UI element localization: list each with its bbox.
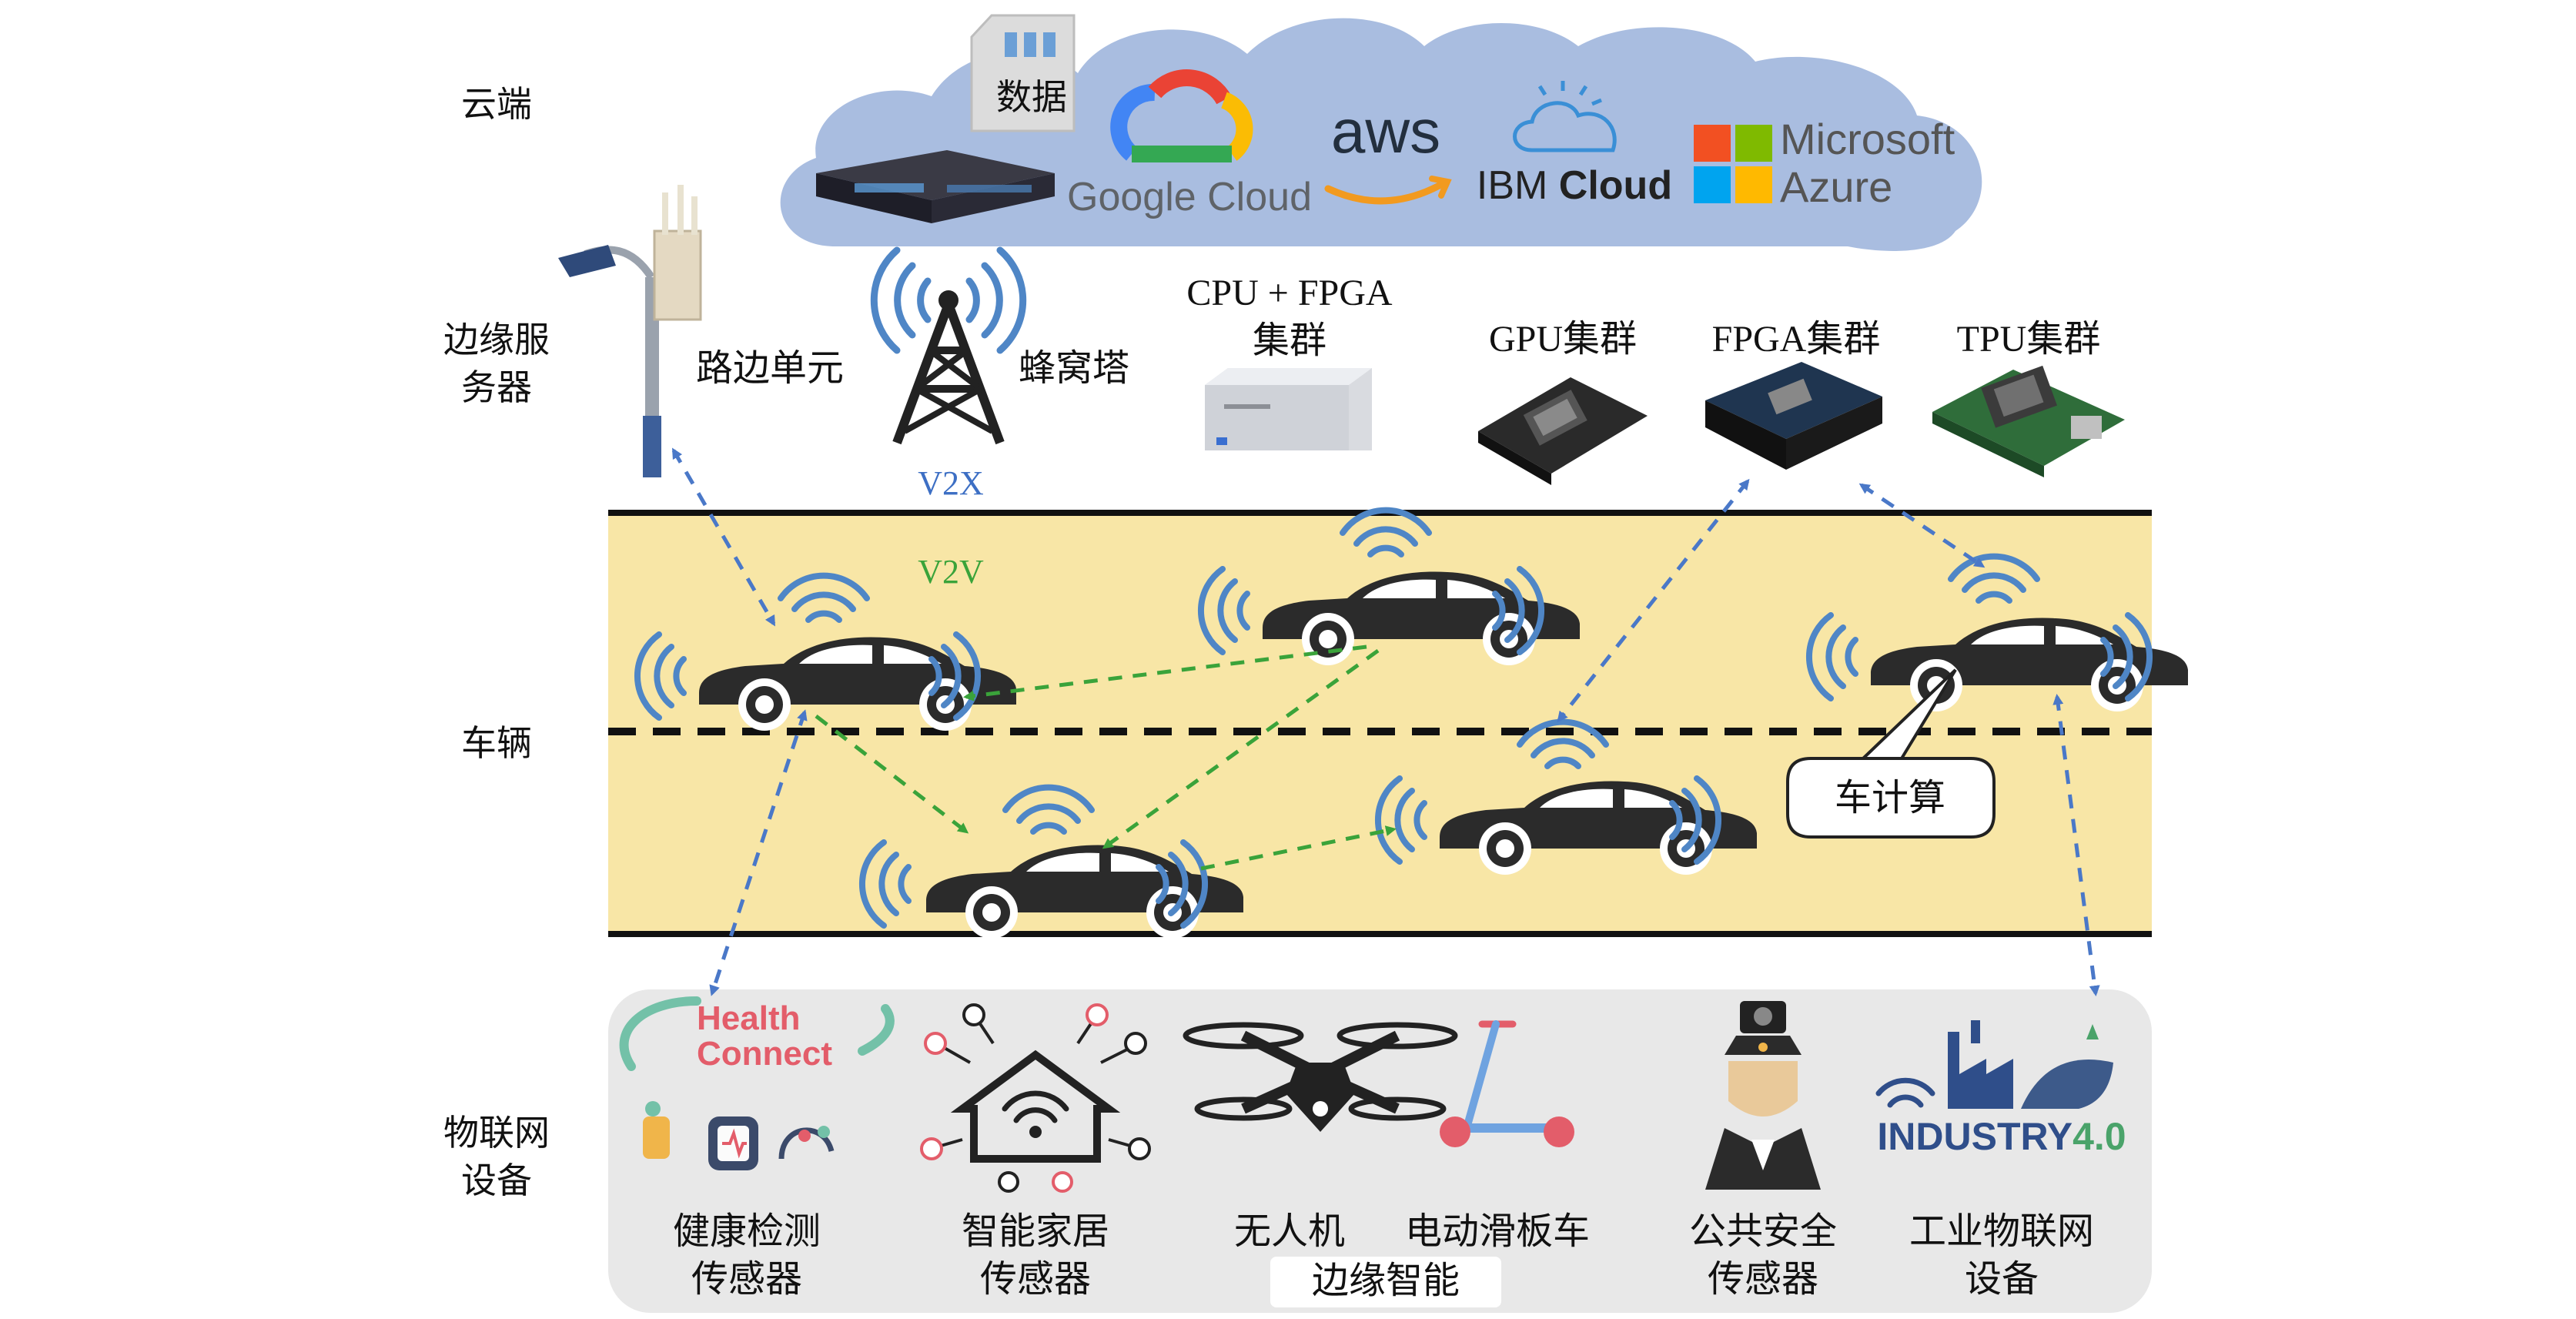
- layer-label-vehicle: 车辆: [461, 722, 532, 764]
- health-logo-line1: Health: [697, 999, 801, 1037]
- cpu-fpga-line2: 集群: [1252, 320, 1326, 361]
- v2x-label: V2X: [918, 464, 984, 502]
- layer-label-edge-server-line1: 边缘服: [443, 319, 550, 360]
- health-sensor-line2: 传感器: [691, 1257, 802, 1301]
- cpu-fpga-server-icon: [1205, 368, 1372, 450]
- arrow-fpga-vehicle4: [1557, 478, 1750, 723]
- smart-home-line2: 传感器: [979, 1257, 1091, 1301]
- industry-logo-word: INDUSTRY: [1877, 1115, 2073, 1158]
- arrow-v2v-2-to-3: [1102, 648, 1380, 849]
- gpu-cluster-board-icon: [1478, 377, 1648, 485]
- data-storage-icon: [970, 14, 1076, 132]
- layer-label-iot-line2: 设备: [461, 1160, 532, 1201]
- fpga-cluster-label: FPGA集群: [1711, 319, 1881, 360]
- v2v-label: V2V: [918, 553, 984, 591]
- health-sensor-label: 健康检测 传感器: [654, 1207, 839, 1303]
- layer-label-edge-server: 边缘服 务器: [420, 316, 574, 411]
- ibm-cloud-label: IBM Cloud: [1459, 162, 1690, 209]
- aws-label: aws: [1330, 97, 1441, 166]
- arrow-rsu-vehicle1: [671, 447, 776, 627]
- microsoft-label: Microsoft: [1780, 115, 1955, 163]
- health-logo-line2: Connect: [697, 1035, 832, 1073]
- public-safety-sensor-icon: [1705, 1001, 1821, 1190]
- vehicle-compute-label: 车计算: [1834, 776, 1945, 819]
- layer-label-cloud: 云端: [461, 83, 532, 125]
- microsoft-logo-icon: [1694, 125, 1772, 203]
- health-connect-logo-text: Health Connect: [697, 1001, 874, 1072]
- drone-icon: [1183, 1022, 1458, 1132]
- layer-label-iot-line1: 物联网: [443, 1112, 550, 1153]
- arrow-vehicle1-health: [709, 709, 808, 996]
- arrow-vehicle5-industrial: [2052, 694, 2100, 996]
- roadside-unit-label: 路边单元: [695, 346, 844, 390]
- industrial-line2: 设备: [1964, 1257, 2039, 1301]
- smart-home-line1: 智能家居: [961, 1210, 1109, 1253]
- arrow-v2v-3-to-4: [1200, 825, 1397, 871]
- cloud-shape: [780, 18, 1982, 251]
- google-cloud-label: Google Cloud: [1067, 175, 1312, 219]
- roadside-unit-icon: [558, 185, 702, 477]
- health-connect-logo-icon: [619, 996, 895, 1170]
- arrow-v2v-1-to-3: [815, 715, 969, 834]
- ibm-label: IBM: [1476, 163, 1548, 208]
- industry-logo-version: 4.0: [2073, 1115, 2126, 1158]
- tpu-cluster-board-icon: [1932, 365, 2125, 477]
- industry-4-logo-icon: [1875, 1020, 2113, 1109]
- server-rack-icon: [816, 150, 1055, 223]
- electric-scooter-icon: [1440, 1020, 1574, 1147]
- public-safety-line1: 公共安全: [1688, 1210, 1837, 1253]
- cell-tower-icon: [870, 246, 1027, 445]
- cloud-data-label: 数据: [996, 76, 1067, 118]
- microsoft-azure-label: Microsoft Azure: [1780, 115, 1996, 211]
- vehicle-compute-callout: [1786, 668, 1996, 839]
- industrial-line1: 工业物联网: [1909, 1210, 2094, 1253]
- layer-label-edge-server-line2: 务器: [461, 367, 532, 408]
- industry-logo-text: INDUSTRY4.0: [1871, 1113, 2133, 1160]
- health-sensor-line1: 健康检测: [672, 1210, 821, 1253]
- smart-home-sensor-label: 智能家居 传感器: [943, 1207, 1128, 1303]
- aws-smile-icon: [1324, 179, 1447, 205]
- fpga-cluster-board-icon: [1705, 362, 1882, 470]
- layer-label-iot: 物联网 设备: [420, 1109, 574, 1204]
- public-safety-line2: 传感器: [1707, 1257, 1818, 1301]
- arrow-v2v-2-to-1: [963, 644, 1367, 701]
- cpu-fpga-cluster-label: CPU + FPGA 集群: [1182, 269, 1397, 365]
- ibm-cloud-icon: [1513, 81, 1617, 152]
- edge-intelligence-label: 边缘智能: [1270, 1257, 1501, 1307]
- industrial-iot-label: 工业物联网 设备: [1902, 1207, 2102, 1303]
- tpu-cluster-label: TPU集群: [1956, 319, 2101, 360]
- gpu-cluster-label: GPU集群: [1488, 319, 1638, 360]
- ibm-cloud-bold-label: Cloud: [1558, 163, 1673, 208]
- drone-label: 无人机: [1233, 1210, 1345, 1253]
- public-safety-sensor-label: 公共安全 传感器: [1671, 1207, 1855, 1303]
- smart-home-sensor-icon: [920, 1003, 1151, 1193]
- google-cloud-icon: [1110, 69, 1253, 162]
- cell-tower-label: 蜂窝塔: [1018, 346, 1129, 390]
- azure-label: Azure: [1780, 162, 1893, 211]
- scooter-label: 电动滑板车: [1404, 1210, 1590, 1253]
- cpu-fpga-line1: CPU + FPGA: [1186, 273, 1393, 313]
